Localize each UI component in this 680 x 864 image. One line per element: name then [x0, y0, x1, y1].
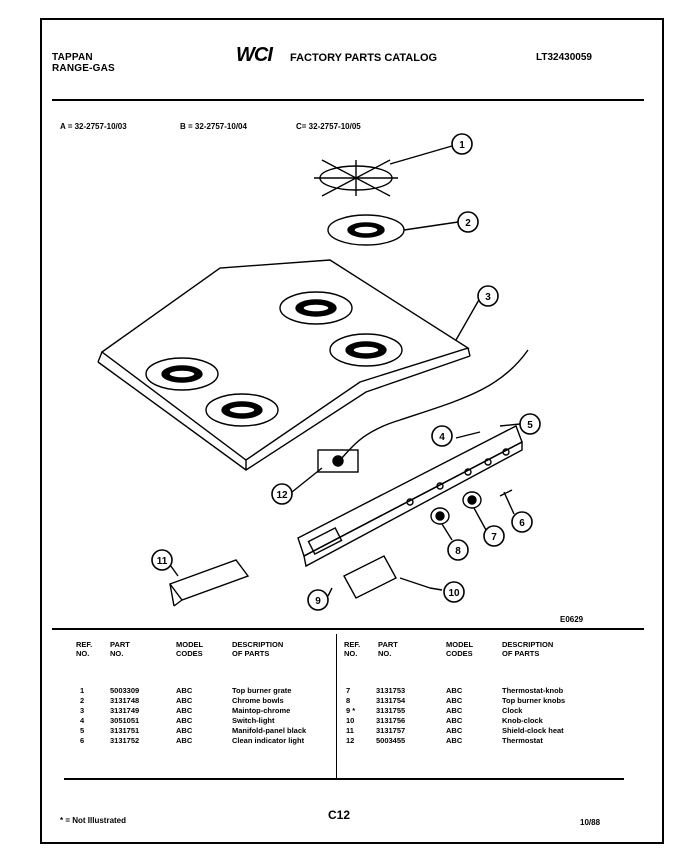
header-ref-left: REF.NO. [76, 640, 93, 658]
page-number: C12 [328, 808, 351, 822]
model-code-a: A = 32-2757-10/03 [60, 122, 127, 131]
model-code-c: C= 32-2757-10/05 [296, 122, 361, 131]
revision-date: 10/88 [580, 818, 601, 827]
knob-7-drawing [462, 491, 482, 509]
thermostat-drawing [317, 449, 359, 473]
manifold-panel-drawing [297, 425, 523, 568]
clock-drawing [343, 555, 397, 599]
exploded-diagram: 1 2 3 4 5 6 7 8 9 10 11 12 [97, 133, 541, 611]
column-divider [336, 634, 337, 778]
callout-8: 8 [455, 546, 461, 557]
catalog-title: FACTORY PARTS CATALOG [290, 52, 438, 64]
table-top-rule [52, 628, 644, 630]
product-type: RANGE-GAS [52, 63, 115, 74]
knob-8-drawing [430, 507, 450, 525]
callout-10: 10 [448, 588, 460, 599]
header-ref-right: REF.NO. [344, 640, 361, 658]
callout-6: 6 [519, 518, 525, 529]
page-frame [40, 18, 664, 844]
footnote: * = Not Illustrated [60, 816, 127, 825]
heat-shield-drawing [168, 559, 250, 601]
brand-block: TAPPAN RANGE-GAS [52, 52, 115, 74]
table-bottom-rule [64, 778, 624, 780]
wci-logo: WCI [236, 44, 273, 66]
callout-5: 5 [527, 420, 533, 431]
callout-11: 11 [157, 556, 168, 567]
header-rule [52, 99, 644, 101]
callout-12: 12 [276, 490, 288, 501]
model-number: LT32430059 [536, 52, 592, 63]
callout-4: 4 [439, 432, 445, 443]
diagram-code: E0629 [560, 615, 584, 624]
callout-9: 9 [315, 596, 321, 607]
callout-2: 2 [465, 218, 471, 229]
burner-grate-drawing [314, 159, 398, 197]
model-code-b: B = 32-2757-10/04 [180, 122, 247, 131]
thermostat-wire [339, 349, 529, 461]
maintop-drawing [97, 259, 471, 471]
callout-3: 3 [485, 292, 491, 303]
indicator-light-drawing [499, 489, 513, 497]
chrome-bowl-drawing [327, 214, 405, 246]
callout-7: 7 [491, 532, 497, 543]
brand-name: TAPPAN [52, 52, 93, 63]
callout-1: 1 [459, 140, 465, 151]
clock-knob-drawing [399, 577, 431, 589]
